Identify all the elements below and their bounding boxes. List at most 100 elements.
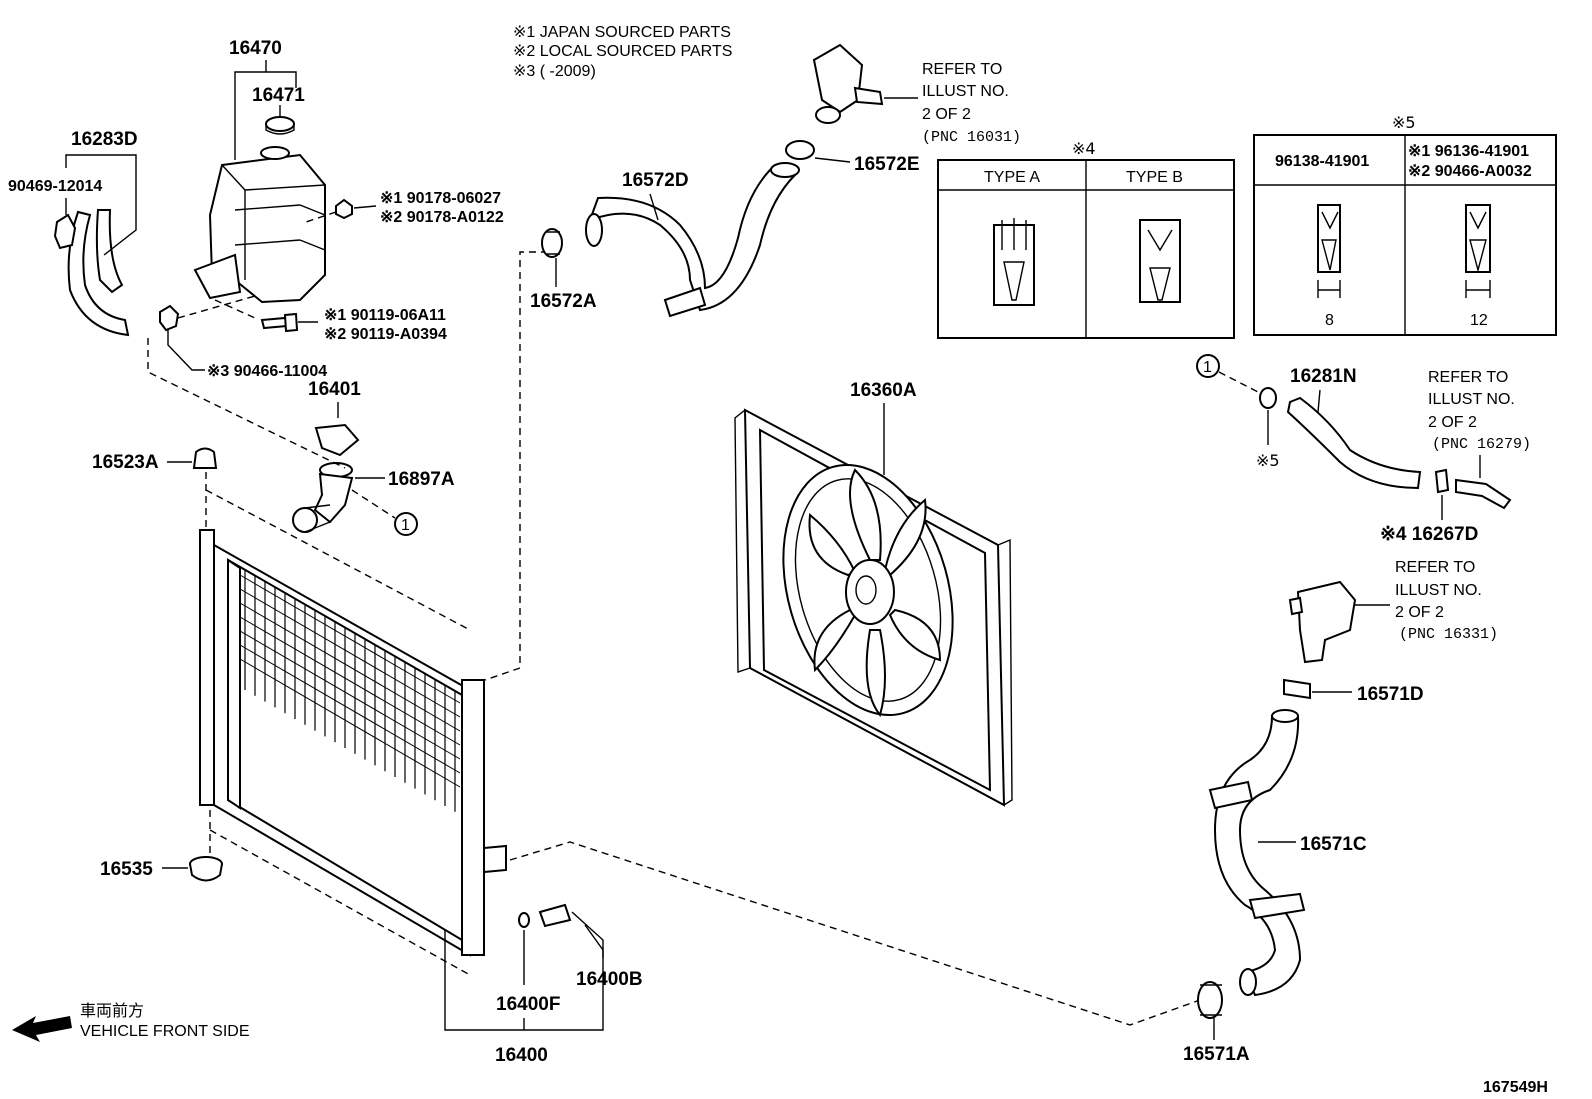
leader-16400B <box>571 911 604 958</box>
upper-radiator-hose <box>585 162 800 318</box>
radiator-fin-row <box>239 588 461 718</box>
hose-clamp-16572E <box>785 140 815 160</box>
clamp-8mm-icon <box>1317 204 1341 298</box>
part-16572E: 16572E <box>854 154 920 175</box>
table4-type-b: TYPE B <box>1126 169 1183 186</box>
front-arrow-icon <box>12 1016 72 1042</box>
part-90119-06a11: ※1 90119-06A11 <box>324 307 446 324</box>
radiator-fin-row <box>239 644 461 774</box>
clip-90466 <box>159 304 180 332</box>
lower-radiator-hose-16571C <box>1208 709 1306 997</box>
direction-label-jp: 車両前方 <box>80 1002 144 1020</box>
direction-label-en: VEHICLE FRONT SIDE <box>80 1023 250 1040</box>
leader-16283D <box>65 154 137 256</box>
hose-clip-16267D <box>1434 468 1450 494</box>
part-16523A: 16523A <box>92 452 159 473</box>
leader-16281N <box>1317 389 1321 413</box>
refer-illust: ILLUST NO. <box>1428 391 1515 408</box>
part-16471: 16471 <box>252 85 305 106</box>
part-16470: 16470 <box>229 38 282 59</box>
refer-block-16331: REFER TO ILLUST NO. 2 OF 2 (PNC 16331) <box>1395 559 1498 643</box>
part-16281N: 16281N <box>1290 366 1357 387</box>
radiator-support-16523A <box>192 447 218 469</box>
filler-neck <box>292 462 354 533</box>
note-local-sourced: ※2 LOCAL SOURCED PARTS <box>513 43 732 60</box>
bypass-hose-16281N <box>1286 396 1422 490</box>
hose-clamp-16571A <box>1197 981 1223 1019</box>
radiator-cap <box>314 423 360 457</box>
refer-page: 2 OF 2 <box>922 106 971 123</box>
part-16572D: 16572D <box>622 170 689 191</box>
leader-90178 <box>353 205 377 209</box>
reference-number-1: 1 <box>401 517 410 534</box>
dash-support-line <box>205 489 471 631</box>
clamp-size-table: ※5 96138-41901 ※1 96136-41901 ※2 90466-A… <box>1253 113 1557 336</box>
nut-90178 <box>335 198 353 220</box>
leader-16572D <box>649 193 659 221</box>
drain-plug-16400B <box>538 903 572 928</box>
part-16572A: 16572A <box>530 291 597 312</box>
hose-clip-90469 <box>53 213 77 250</box>
refer-label: REFER TO <box>922 61 1002 78</box>
table5-dim-8: 8 <box>1325 312 1334 329</box>
refer-label: REFER TO <box>1395 559 1475 576</box>
refer-pnc: (PNC 16279) <box>1432 436 1531 453</box>
hose-clamp-16571D <box>1283 678 1311 700</box>
reference-circle-1b <box>1196 354 1220 378</box>
leader-16400 <box>444 924 604 1031</box>
water-inlet-fitting <box>1288 580 1357 664</box>
dash-bolt <box>214 299 256 319</box>
dash-upper-hose <box>484 251 548 681</box>
refer-illust: ILLUST NO. <box>922 83 1009 100</box>
dash-nut <box>305 211 337 223</box>
radiator-fin-row <box>239 630 461 760</box>
fan-blades <box>808 468 942 718</box>
illustration-id: 167549H <box>1483 1079 1548 1096</box>
part-16267D: ※4 16267D <box>1380 524 1478 545</box>
refer-pnc: (PNC 16331) <box>1399 626 1498 643</box>
hose-clamp-16572A <box>541 228 563 258</box>
dash-hose-radiator <box>147 338 346 469</box>
pipe-fitting-16279 <box>1455 478 1512 510</box>
part-16535: 16535 <box>100 859 153 880</box>
part-16400B: 16400B <box>576 969 643 990</box>
dash-ref1 <box>1218 371 1259 393</box>
part-16401: 16401 <box>308 379 361 400</box>
radiator-fins <box>239 570 461 812</box>
reservoir-tank <box>193 146 326 304</box>
part-16897A: 16897A <box>388 469 455 490</box>
refer-block-16279: REFER TO ILLUST NO. 2 OF 2 (PNC 16279) <box>1428 369 1531 453</box>
part-90178-a0122: ※2 90178-A0122 <box>380 209 504 226</box>
clamp-12mm-icon <box>1465 204 1491 298</box>
note-date-range: ※3 ( -2009) <box>513 63 596 80</box>
dash-lower-hose <box>509 841 1201 1026</box>
part-16571D: 16571D <box>1357 684 1424 705</box>
hose-clamp-5 <box>1259 387 1277 409</box>
table5-part-right-1: ※1 96136-41901 <box>1408 143 1529 160</box>
part-16283D: 16283D <box>71 129 138 150</box>
radiator-fin-row <box>239 616 461 746</box>
reference-circle-1 <box>394 512 418 536</box>
part-90466-11004: ※3 90466-11004 <box>207 363 327 380</box>
table5-part-left: 96138-41901 <box>1275 153 1369 170</box>
refer-illust: ILLUST NO. <box>1395 582 1482 599</box>
table5-dim-12: 12 <box>1470 312 1488 329</box>
dash-support-bottom-line <box>209 829 471 976</box>
leader-90466 <box>167 330 205 371</box>
part-90119-a0394: ※2 90119-A0394 <box>324 326 447 343</box>
clip-type-a-icon <box>993 218 1035 306</box>
dash-filler <box>351 489 396 519</box>
water-outlet-fitting <box>812 43 884 124</box>
part-mark-5: ※5 <box>1256 451 1280 470</box>
clip-type-table: ※4 TYPE A TYPE B <box>937 139 1235 339</box>
part-16571C: 16571C <box>1300 834 1367 855</box>
overflow-hose <box>67 209 130 337</box>
refer-page: 2 OF 2 <box>1395 604 1444 621</box>
radiator-core <box>199 529 507 957</box>
o-ring-16400F <box>518 912 530 928</box>
bolt-90119 <box>260 312 299 333</box>
part-16571A: 16571A <box>1183 1044 1250 1065</box>
reference-number-1b: 1 <box>1203 359 1212 376</box>
part-90178-06027: ※1 90178-06027 <box>380 190 501 207</box>
